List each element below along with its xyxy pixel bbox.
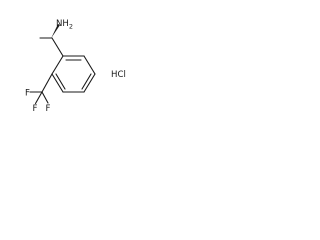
fluorine-label-3: F bbox=[46, 104, 51, 114]
stereo-wedge-bond bbox=[51, 24, 60, 39]
ring-bond-2 bbox=[83, 55, 96, 75]
ring-to-chiral-bond bbox=[51, 37, 64, 57]
ring-to-cf3-bond bbox=[41, 73, 53, 93]
amine-label: NH2 bbox=[56, 19, 73, 31]
ring-bond-5 bbox=[51, 73, 64, 93]
benzene-ring bbox=[51, 55, 96, 93]
ring-double-bond-2 bbox=[81, 73, 92, 90]
ring-bond-6 bbox=[51, 55, 64, 75]
ring-bond-3 bbox=[83, 73, 96, 93]
ring-double-bond-3 bbox=[55, 73, 66, 90]
fluorine-label-2: F bbox=[33, 104, 38, 114]
fluorine-label-1: F bbox=[25, 89, 30, 99]
salt-label: HCl bbox=[111, 70, 126, 80]
cf-bond-2 bbox=[34, 91, 43, 105]
cf-bond-3 bbox=[41, 91, 49, 104]
chemical-structure: NH2 F F F HCl bbox=[25, 19, 126, 114]
